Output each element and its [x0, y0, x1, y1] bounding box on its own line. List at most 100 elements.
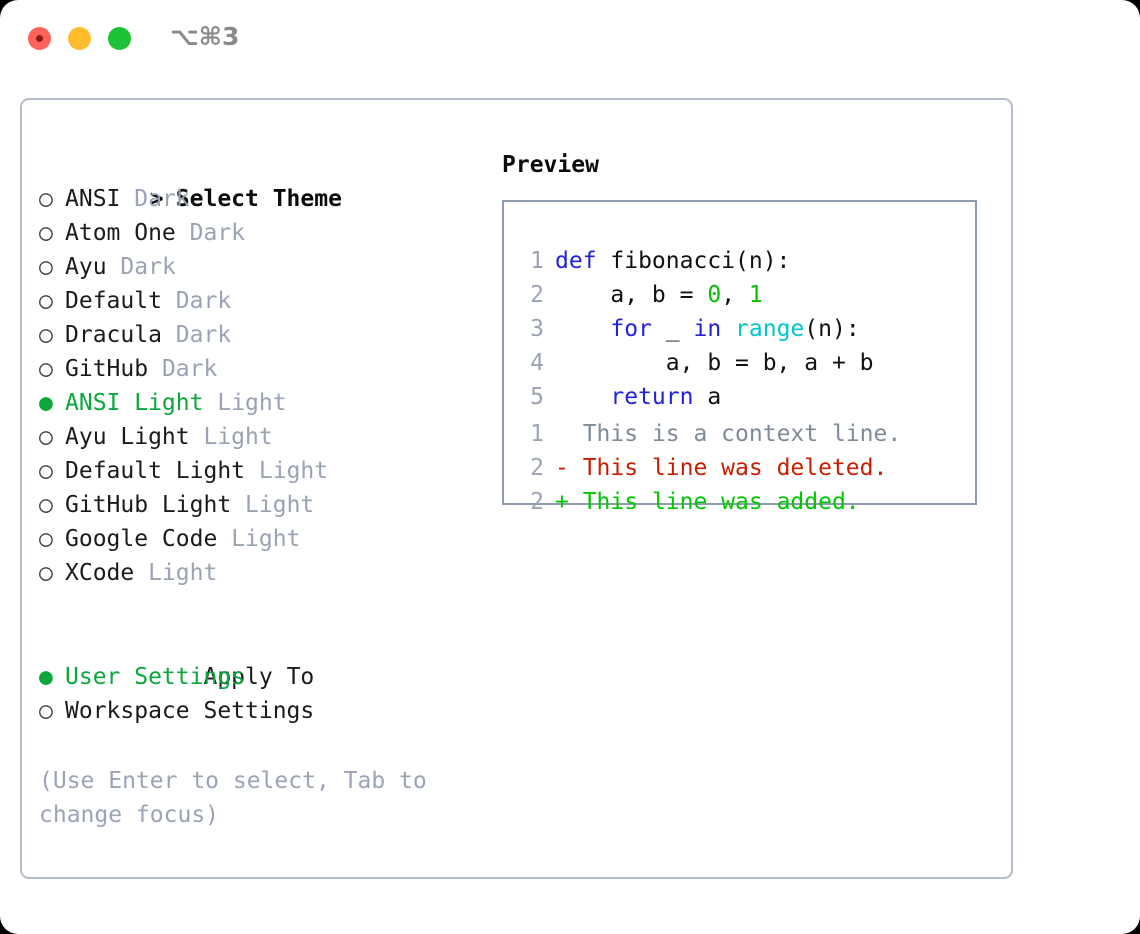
theme-list-item-label: Default	[65, 288, 162, 314]
line-number: 2	[530, 489, 544, 515]
theme-list-item-label: GitHub	[65, 356, 149, 382]
radio-unselected-icon[interactable]: ○	[39, 186, 53, 212]
code-token: ,	[721, 282, 749, 308]
theme-list-item-label: GitHub Light	[65, 492, 232, 518]
line-number: 2	[530, 282, 544, 308]
theme-list-item-label: Ayu Light	[65, 424, 190, 450]
radio-unselected-icon[interactable]: ○	[39, 356, 53, 382]
radio-unselected-icon[interactable]: ○	[39, 458, 53, 484]
code-token: for	[610, 316, 652, 342]
theme-variant-badge: Light	[258, 458, 329, 484]
apply-to-item-label: User Settings	[65, 664, 246, 690]
theme-selection-column: > Select Theme ○ ANSI Dark ○ Atom One Dark ○ A…	[39, 148, 494, 832]
code-token: a, b =	[555, 282, 708, 308]
radio-selected-icon[interactable]: ●	[39, 390, 53, 416]
line-number: 1	[530, 421, 544, 447]
select-theme-header: > Select Theme	[39, 148, 494, 212]
select-theme-header-label: Select Theme	[175, 186, 342, 212]
apply-to-item[interactable]: ● User Settings	[39, 660, 494, 694]
radio-unselected-icon[interactable]: ○	[39, 254, 53, 280]
theme-list-item[interactable]: ● ANSI Light Light	[39, 386, 494, 420]
code-line: 3 for _ in range(n):	[520, 312, 969, 346]
theme-list-item[interactable]: ○ Atom One Dark	[39, 216, 494, 250]
diff-text: This is a context line.	[568, 421, 902, 447]
apply-to-item[interactable]: ○Workspace Settings	[39, 694, 494, 728]
theme-list-item-label: Dracula	[65, 322, 162, 348]
radio-unselected-icon[interactable]: ○	[39, 526, 53, 552]
code-token: return	[610, 384, 694, 410]
code-token: fibonacci(n):	[610, 248, 791, 274]
radio-unselected-icon[interactable]: ○	[39, 492, 53, 518]
theme-list-item[interactable]: ○ ANSI Dark	[39, 182, 494, 216]
theme-list-item-label: ANSI Light	[65, 390, 204, 416]
line-number: 4	[530, 350, 544, 376]
code-token: 1	[748, 282, 763, 308]
radio-unselected-icon[interactable]: ○	[39, 220, 53, 246]
caret-right-icon: >	[149, 186, 164, 212]
radio-unselected-icon[interactable]: ○	[39, 322, 53, 348]
line-number: 3	[530, 316, 544, 342]
diff-sign: -	[555, 455, 569, 481]
code-token: a	[693, 384, 722, 410]
code-token: in	[693, 316, 722, 342]
theme-list-item-label: Ayu	[65, 254, 107, 280]
window-maximize-button[interactable]	[108, 27, 131, 50]
theme-list-item[interactable]: ○ GitHub Dark	[39, 352, 494, 386]
radio-unselected-icon[interactable]: ○	[39, 560, 53, 586]
diff-line: 2+ This line was added.	[520, 485, 969, 519]
window-close-button[interactable]	[28, 27, 51, 50]
keyboard-shortcut-label: ⌥⌘3	[170, 22, 240, 51]
theme-variant-badge: Light	[231, 526, 301, 552]
theme-list-item-label: ANSI	[65, 186, 121, 212]
code-line: 4 a, b = b, a + b	[520, 346, 969, 380]
theme-variant-badge: Light	[217, 390, 287, 416]
apply-to-header: Apply To	[39, 626, 494, 690]
theme-list-item-label: Atom One	[65, 220, 176, 246]
line-number: 5	[530, 384, 544, 410]
theme-list-item[interactable]: ○ Ayu Light Light	[39, 420, 494, 454]
title-bar: ⌥⌘3	[0, 0, 1140, 78]
theme-list-item[interactable]: ○ Default Light Light	[39, 454, 494, 488]
apply-to-list: ● User Settings ○Workspace Settings	[39, 660, 494, 728]
theme-variant-badge: Light	[245, 492, 315, 518]
theme-list-item-label: XCode	[65, 560, 135, 586]
theme-variant-badge: Dark	[189, 220, 246, 246]
apply-to-header-label: Apply To	[203, 664, 315, 690]
radio-unselected-icon[interactable]: ○	[39, 424, 53, 450]
theme-variant-badge: Light	[203, 424, 273, 450]
code-token: a, b = b, a + b	[555, 350, 874, 376]
theme-list: ○ ANSI Dark ○ Atom One Dark ○ Ayu Dark ○ Defaul…	[39, 182, 494, 590]
diff-sample: 1 This is a context line.2- This line wa…	[520, 417, 969, 519]
code-line: 2 a, b = 0, 1	[520, 278, 969, 312]
radio-unselected-icon[interactable]: ○	[39, 288, 53, 314]
theme-list-item[interactable]: ○ XCode Light	[39, 556, 494, 590]
diff-sign	[555, 421, 569, 447]
theme-variant-badge: Light	[148, 560, 218, 586]
code-token	[555, 384, 610, 410]
theme-variant-badge: Dark	[161, 356, 218, 382]
radio-unselected-icon[interactable]: ○	[39, 698, 53, 724]
window-minimize-button[interactable]	[68, 27, 91, 50]
code-token	[721, 316, 735, 342]
code-token: (n):	[804, 316, 860, 342]
theme-list-item[interactable]: ○Google Code Light	[39, 522, 494, 556]
theme-list-item-label: Default Light	[65, 458, 246, 484]
theme-list-item[interactable]: ○ Dracula Dark	[39, 318, 494, 352]
theme-list-item[interactable]: ○ Default Dark	[39, 284, 494, 318]
theme-variant-badge: Dark	[175, 322, 232, 348]
theme-variant-badge: Dark	[175, 288, 232, 314]
theme-list-item[interactable]: ○ Ayu Dark	[39, 250, 494, 284]
diff-line: 1 This is a context line.	[520, 417, 969, 451]
theme-variant-badge: Dark	[120, 254, 176, 280]
theme-list-item[interactable]: ○ GitHub Light Light	[39, 488, 494, 522]
theme-picker-card: > Select Theme ○ ANSI Dark ○ Atom One Dark ○ A…	[20, 98, 1013, 879]
theme-variant-badge: Dark	[134, 186, 190, 212]
code-token: 0	[707, 282, 722, 308]
code-token: _	[651, 316, 694, 342]
radio-selected-icon[interactable]: ●	[39, 664, 53, 690]
code-token	[555, 316, 610, 342]
